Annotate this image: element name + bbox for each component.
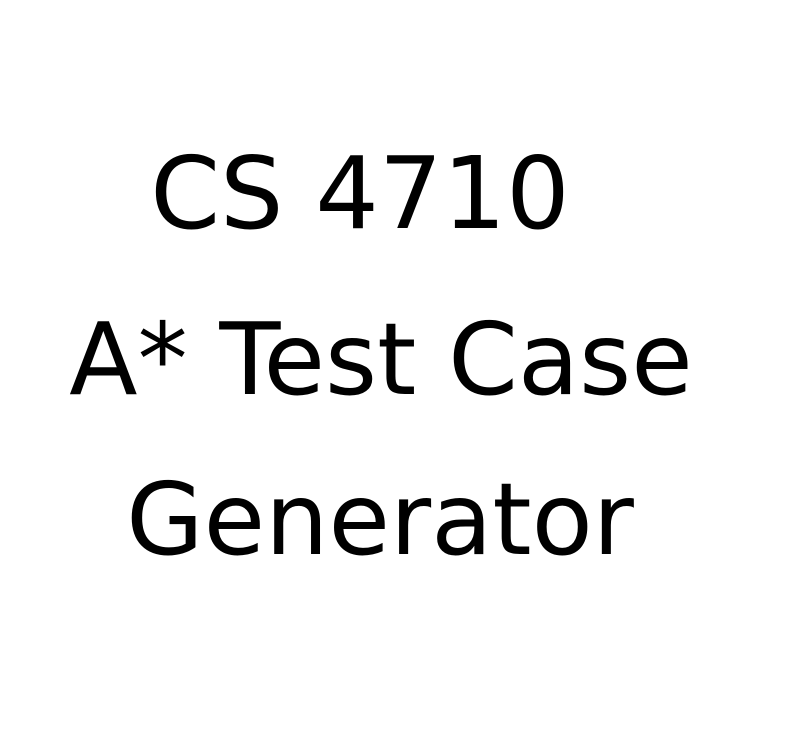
title-line-subject: A* Test Case [69,301,693,418]
title-line-tool: Generator [126,461,634,578]
title-line-course: CS 4710 [150,135,570,252]
